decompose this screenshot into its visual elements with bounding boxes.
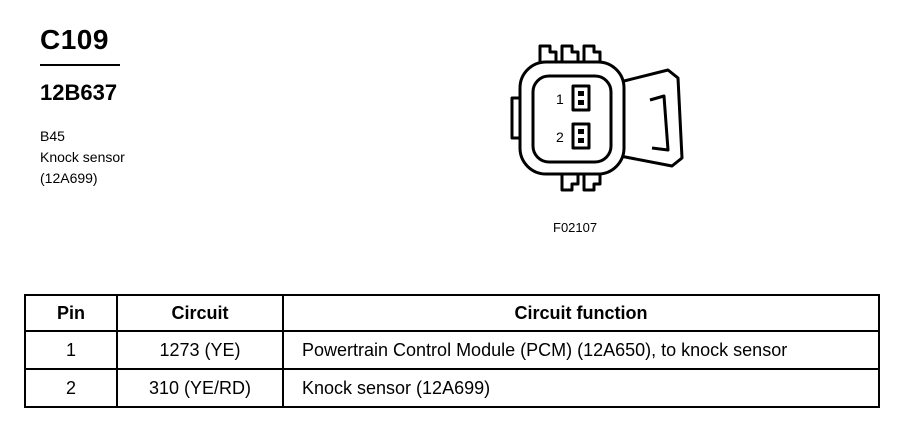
table-header-row: Pin Circuit Circuit function bbox=[24, 294, 880, 332]
pin-label-2: 2 bbox=[556, 129, 564, 145]
circuit-cell: 1273 (YE) bbox=[116, 330, 284, 370]
table-row: 2 310 (YE/RD) Knock sensor (12A699) bbox=[24, 368, 880, 408]
bottom-tab bbox=[560, 174, 580, 192]
terminal-2 bbox=[571, 122, 591, 150]
header-circuit-function: Circuit function bbox=[282, 294, 880, 332]
component-description: B45 Knock sensor (12A699) bbox=[40, 126, 125, 189]
latch-tab bbox=[560, 44, 580, 62]
part-number: 12B637 bbox=[40, 80, 118, 105]
circuit-function-cell: Powertrain Control Module (PCM) (12A650)… bbox=[282, 330, 880, 370]
latch-tab bbox=[582, 44, 602, 62]
circuit-function-cell: Knock sensor (12A699) bbox=[282, 368, 880, 408]
bottom-tab bbox=[582, 174, 602, 192]
connector-face-diagram: 1 2 bbox=[510, 44, 684, 192]
pin-cell: 2 bbox=[24, 368, 118, 408]
side-tab bbox=[510, 96, 520, 140]
pin-label-1: 1 bbox=[556, 91, 564, 107]
title-underline bbox=[40, 64, 120, 66]
connector-cavity bbox=[531, 74, 613, 164]
component-name: Knock sensor bbox=[40, 149, 125, 165]
pin-cell: 1 bbox=[24, 330, 118, 370]
header-pin: Pin bbox=[24, 294, 118, 332]
figure-label: F02107 bbox=[553, 220, 598, 235]
terminal-1 bbox=[571, 84, 591, 112]
component-part-number: (12A699) bbox=[40, 170, 98, 186]
pinout-table: Pin Circuit Circuit function 1 1273 (YE)… bbox=[24, 294, 880, 408]
component-code: B45 bbox=[40, 128, 65, 144]
header-circuit: Circuit bbox=[116, 294, 284, 332]
table-row: 1 1273 (YE) Powertrain Control Module (P… bbox=[24, 330, 880, 370]
latch-tab bbox=[538, 44, 558, 62]
circuit-cell: 310 (YE/RD) bbox=[116, 368, 284, 408]
connector-id: C109 bbox=[40, 24, 109, 55]
